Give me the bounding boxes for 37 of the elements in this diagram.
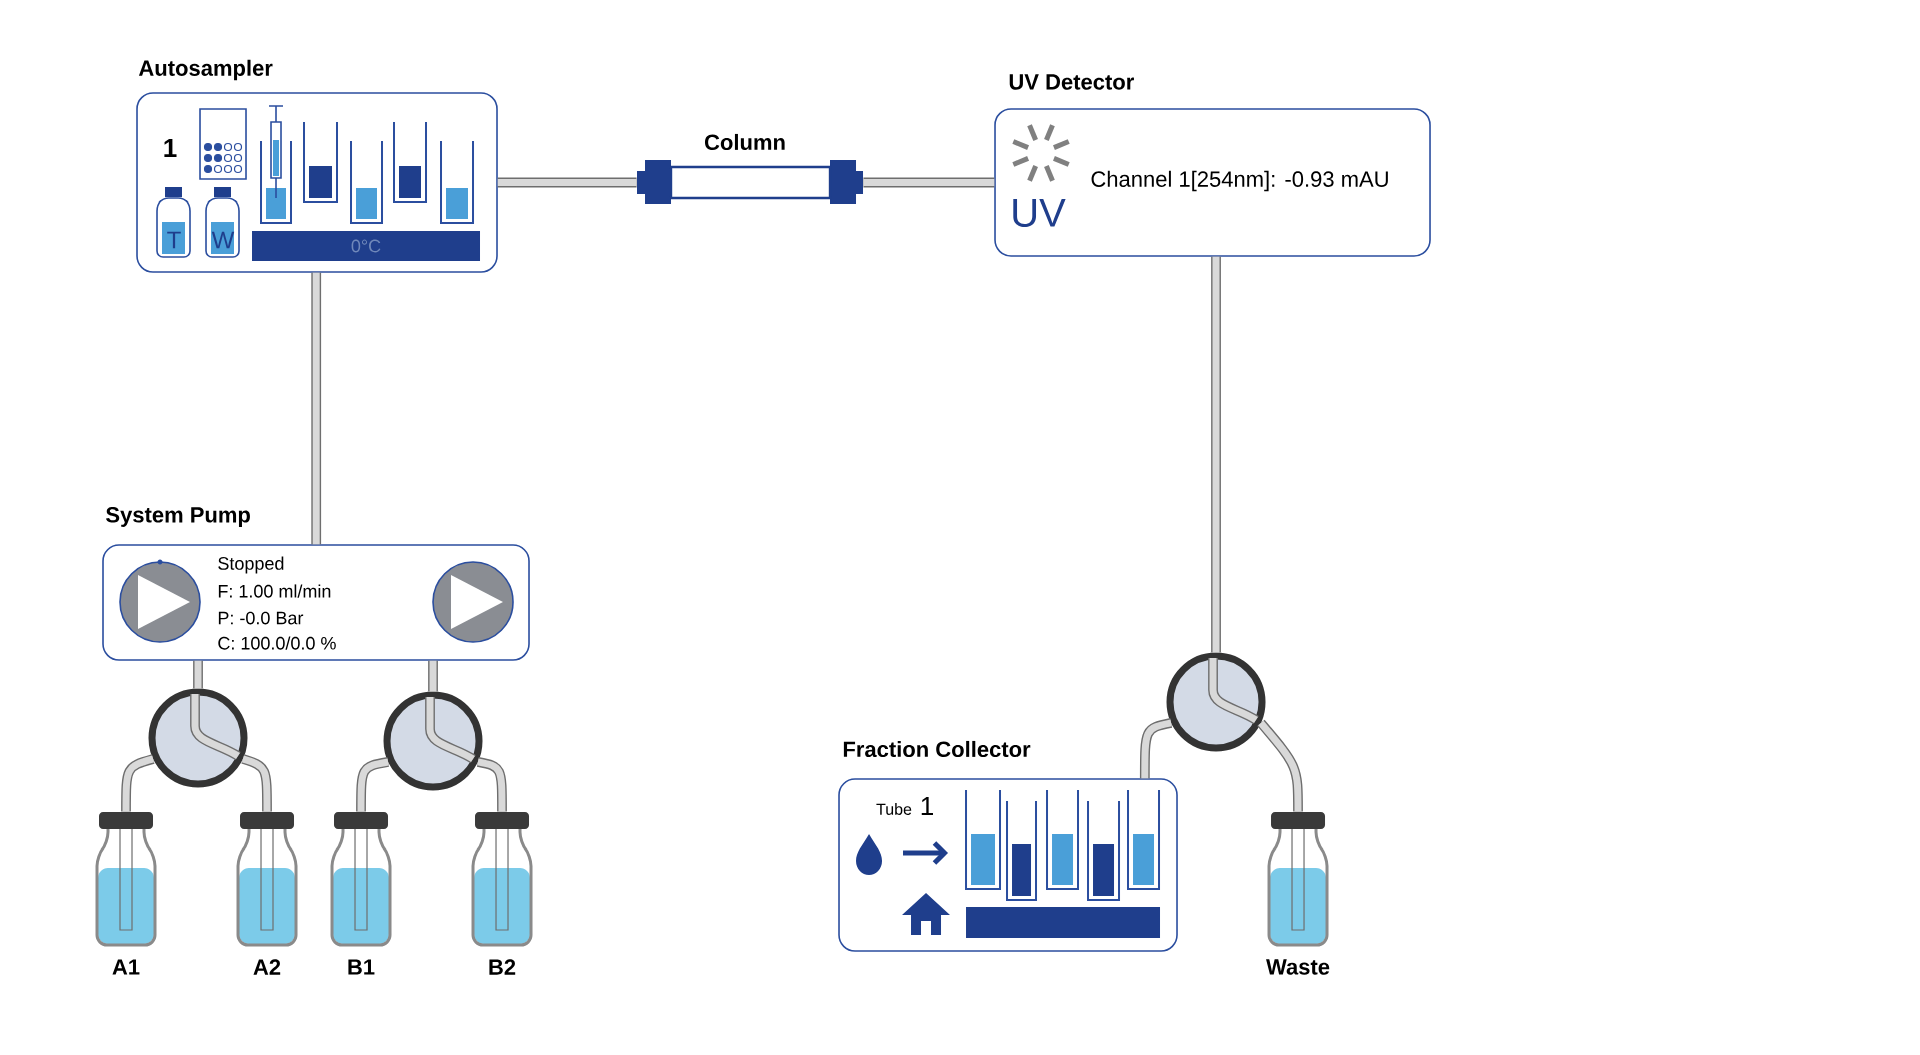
reading-text: Channel 1[254nm]: -0.93 mAU: [1091, 170, 1388, 192]
status-text: C: 100.0/0.0 %: [218, 636, 336, 650]
tube: [311, 272, 322, 545]
temperature-bar: 0°C: [252, 231, 480, 261]
selector-valve: [1166, 652, 1266, 752]
status-text: Stopped: [218, 556, 284, 574]
tube: [241, 754, 272, 812]
bottle-label: A2: [253, 959, 281, 975]
status-text: F: 1.00 ml/min: [218, 584, 331, 598]
tube: [497, 177, 637, 188]
status-text: P: -0.0 Bar: [218, 611, 304, 625]
device-title: UV Detector: [1009, 74, 1134, 90]
selector-valve: [148, 688, 248, 788]
device-title: System Pump: [106, 507, 250, 527]
device-title: Fraction Collector: [843, 740, 1031, 758]
tube: [356, 757, 389, 812]
bottle-letter: W: [211, 231, 235, 249]
bottle-label: Waste: [1266, 959, 1330, 975]
sequence-number: 1: [164, 139, 177, 157]
uv-text: UV: [1013, 199, 1066, 227]
selector-valve: [383, 691, 483, 791]
tube: [863, 177, 995, 188]
bottle-label: B1: [348, 959, 375, 975]
bottle-letter: T: [167, 231, 181, 249]
bottle-label: A1: [112, 959, 140, 975]
tube: [121, 754, 155, 812]
tube: [1139, 718, 1173, 779]
tube-caption: Tube: [876, 803, 912, 815]
tube: [1257, 719, 1303, 812]
tube-number: 1: [921, 797, 933, 815]
tube: [476, 757, 507, 812]
bottle-label: B2: [489, 959, 516, 975]
tube: [193, 660, 203, 689]
tube: [428, 660, 438, 692]
tube: [1211, 256, 1221, 653]
device-title: Column: [705, 133, 785, 151]
device-title: Autosampler: [138, 59, 273, 81]
